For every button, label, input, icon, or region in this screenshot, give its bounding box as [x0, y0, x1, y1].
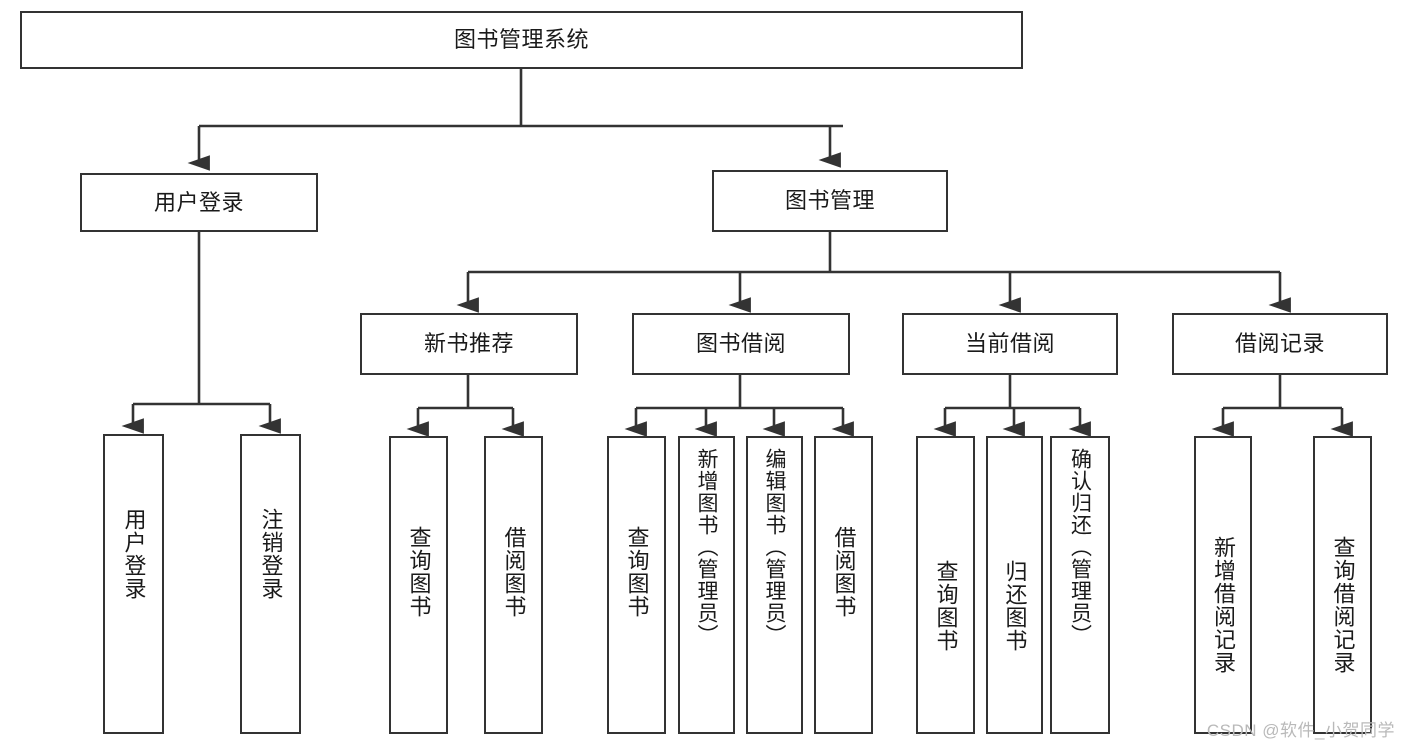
node-new-book-rec-label: 新书推荐: [423, 331, 514, 357]
node-leaf-current-borrow-1[interactable]: 查询图书: [916, 436, 975, 734]
node-book-borrow-label: 图书借阅: [695, 331, 786, 357]
node-leaf-user-login-1-label: 用户登录: [121, 508, 147, 600]
node-leaf-user-login-2-label: 注销登录: [258, 508, 284, 600]
node-book-manage-label: 图书管理: [784, 188, 875, 214]
node-leaf-new-book-rec-2-label: 借阅图书: [501, 526, 527, 618]
node-user-login[interactable]: 用户登录: [80, 173, 318, 232]
node-leaf-current-borrow-2-label: 归还图书: [1002, 560, 1028, 652]
node-leaf-book-borrow-1-label: 查询图书: [624, 526, 650, 618]
node-leaf-book-borrow-4-label: 借阅图书: [831, 526, 857, 618]
node-leaf-book-borrow-3-label: 编辑图书（管理员）: [763, 448, 786, 646]
node-current-borrow[interactable]: 当前借阅: [902, 313, 1118, 375]
node-user-login-label: 用户登录: [153, 189, 244, 215]
node-leaf-book-borrow-2[interactable]: 新增图书（管理员）: [678, 436, 735, 734]
node-root-label: 图书管理系统: [453, 27, 589, 53]
node-root[interactable]: 图书管理系统: [20, 11, 1023, 69]
node-leaf-book-borrow-4[interactable]: 借阅图书: [814, 436, 873, 734]
node-current-borrow-label: 当前借阅: [964, 331, 1055, 357]
node-leaf-borrow-record-2-label: 查询借阅记录: [1330, 536, 1356, 674]
node-leaf-new-book-rec-1[interactable]: 查询图书: [389, 436, 448, 734]
node-leaf-current-borrow-2[interactable]: 归还图书: [986, 436, 1043, 734]
node-leaf-user-login-1[interactable]: 用户登录: [103, 434, 164, 734]
node-leaf-book-borrow-2-label: 新增图书（管理员）: [695, 448, 718, 646]
node-leaf-current-borrow-1-label: 查询图书: [933, 560, 959, 652]
node-leaf-book-borrow-1[interactable]: 查询图书: [607, 436, 666, 734]
node-leaf-book-borrow-3[interactable]: 编辑图书（管理员）: [746, 436, 803, 734]
node-borrow-record-label: 借阅记录: [1234, 331, 1325, 357]
node-leaf-current-borrow-3[interactable]: 确认归还（管理员）: [1050, 436, 1110, 734]
node-new-book-rec[interactable]: 新书推荐: [360, 313, 578, 375]
node-book-borrow[interactable]: 图书借阅: [632, 313, 850, 375]
node-book-manage[interactable]: 图书管理: [712, 170, 948, 232]
node-leaf-borrow-record-2[interactable]: 查询借阅记录: [1313, 436, 1372, 734]
node-leaf-user-login-2[interactable]: 注销登录: [240, 434, 301, 734]
node-leaf-borrow-record-1-label: 新增借阅记录: [1211, 536, 1236, 674]
node-borrow-record[interactable]: 借阅记录: [1172, 313, 1388, 375]
node-leaf-borrow-record-1[interactable]: 新增借阅记录: [1194, 436, 1252, 734]
node-leaf-current-borrow-3-label: 确认归还（管理员）: [1068, 448, 1092, 646]
node-leaf-new-book-rec-2[interactable]: 借阅图书: [484, 436, 543, 734]
node-leaf-new-book-rec-1-label: 查询图书: [406, 526, 432, 618]
